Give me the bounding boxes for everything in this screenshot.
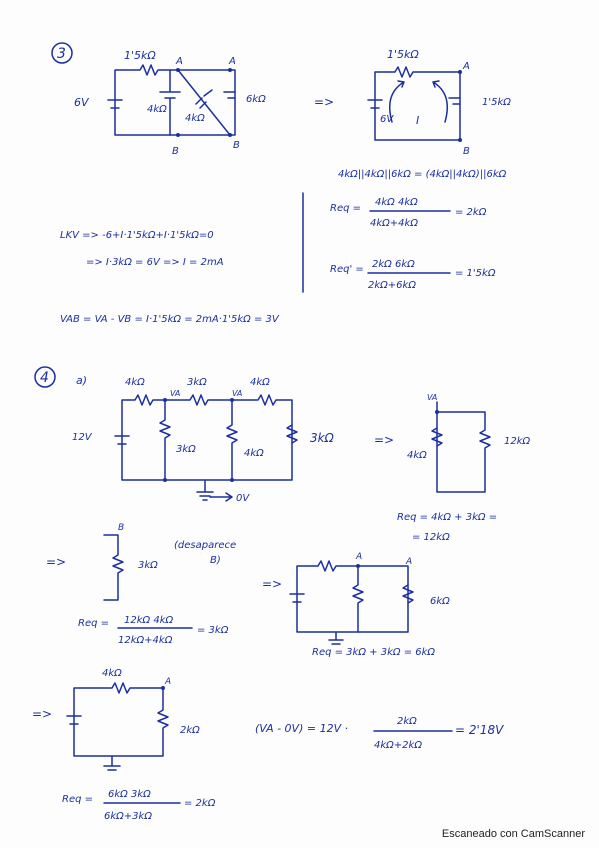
- c1-src: 12V: [72, 432, 93, 443]
- p3-right-node-a: A: [462, 61, 470, 72]
- p3-left-node-b1: B: [172, 146, 179, 157]
- req1-den: 4kΩ+4kΩ: [370, 218, 418, 229]
- vab-eq: VAB = VA - VB = I·1'5kΩ = 2mA·1'5kΩ = 3V: [60, 314, 280, 325]
- lkv-eq-2: => I·3kΩ = 6V => I = 2mA: [86, 257, 224, 268]
- p3-left-r-top: 1'5kΩ: [124, 49, 156, 62]
- c1-r6: 3kΩ: [310, 431, 335, 445]
- circuit-3-left: [107, 64, 236, 137]
- req-b-num: 12kΩ 4kΩ: [124, 615, 173, 626]
- p3-parallel-line: 4kΩ||4kΩ||6kΩ = (4kΩ||4kΩ)||6kΩ: [338, 169, 507, 180]
- p3-left-node-b2: B: [233, 140, 240, 151]
- req-b-rhs: = 3kΩ: [197, 625, 229, 636]
- c5-r-top: 4kΩ: [102, 668, 122, 679]
- c1-r4: 3kΩ: [176, 444, 196, 455]
- req-a: Req = 4kΩ + 3kΩ =: [397, 512, 497, 523]
- arrow-a2: =>: [46, 555, 66, 569]
- arrow-a1: =>: [374, 433, 394, 447]
- vdiv-den: 4kΩ+2kΩ: [374, 740, 422, 751]
- req2-num: 2kΩ 6kΩ: [372, 259, 415, 270]
- p3-left-src: 6V: [74, 96, 90, 109]
- req1-num: 4kΩ 4kΩ: [375, 197, 418, 208]
- c5-r-right: 2kΩ: [180, 725, 200, 736]
- c4-a2: A: [405, 557, 412, 567]
- req-c: Req = 3kΩ + 3kΩ = 6kΩ: [312, 647, 435, 658]
- c1-r5: 4kΩ: [244, 448, 264, 459]
- req2-lhs: Req' =: [330, 264, 364, 275]
- c1-ground: 0V: [236, 493, 250, 504]
- problem-number-circle-4: [34, 366, 56, 388]
- part-a-label: a): [76, 374, 87, 387]
- req-b-lhs: Req =: [78, 618, 109, 629]
- circuit-4-divider: [66, 682, 169, 771]
- arrow-a4: =>: [32, 707, 52, 721]
- c4-a1: A: [355, 552, 362, 562]
- req-d-rhs: = 2kΩ: [184, 798, 216, 809]
- problem-4-number: 4: [40, 370, 49, 386]
- req-b-den: 12kΩ+4kΩ: [118, 635, 173, 646]
- circuit-4-series: [289, 560, 414, 645]
- problem-number-circle: [51, 42, 73, 64]
- c1-va1: VA: [170, 389, 180, 398]
- c4-r: 6kΩ: [430, 596, 450, 607]
- p3-right-src: 6V: [380, 114, 394, 125]
- c5-a: A: [164, 677, 171, 687]
- p3-left-r-mid: 4kΩ: [147, 104, 167, 115]
- p3-right-current: I: [416, 114, 419, 127]
- circuit-4-main: [114, 394, 298, 502]
- vdiv-num: 2kΩ: [397, 716, 417, 727]
- circuit-4-reduced: [431, 401, 491, 493]
- req1-rhs: = 2kΩ: [455, 207, 487, 218]
- p3-right-node-b: B: [463, 146, 470, 157]
- c2-va: VA: [427, 393, 437, 402]
- p3-right-r-right: 1'5kΩ: [482, 97, 511, 108]
- req-a-2: = 12kΩ: [412, 532, 450, 543]
- p3-left-r-diag: 4kΩ: [185, 113, 205, 124]
- req-d-den: 6kΩ+3kΩ: [104, 811, 152, 822]
- circuit-4-single: [103, 534, 124, 601]
- scanner-watermark: Escaneado con CamScanner: [441, 828, 585, 840]
- req-d-lhs: Req =: [62, 794, 93, 805]
- problem-3-number: 3: [57, 46, 66, 62]
- c2-r-right: 12kΩ: [504, 436, 531, 447]
- req1-lhs: Req =: [330, 203, 361, 214]
- circuit-3-right: [367, 66, 462, 142]
- p3-right-r-top: 1'5kΩ: [387, 48, 419, 61]
- p3-left-node-a1: A: [175, 56, 183, 67]
- c1-r3: 4kΩ: [250, 377, 270, 388]
- arrow-a3: =>: [262, 577, 282, 591]
- c1-r2: 3kΩ: [187, 377, 207, 388]
- lkv-eq: LKV => -6+I·1'5kΩ+I·1'5kΩ=0: [60, 230, 214, 241]
- note-b: B): [210, 555, 221, 566]
- req2-rhs: = 1'5kΩ: [455, 268, 496, 279]
- c1-r1: 4kΩ: [125, 377, 145, 388]
- c3-r: 3kΩ: [138, 560, 158, 571]
- p3-left-r-right: 6kΩ: [246, 94, 266, 105]
- vdiv-lhs: (VA - 0V) = 12V ·: [255, 722, 348, 735]
- arrow-p3: =>: [314, 95, 334, 109]
- note-desaparece: (desaparece: [174, 540, 236, 551]
- p3-left-node-a2: A: [228, 56, 236, 67]
- req-d-num: 6kΩ 3kΩ: [108, 789, 151, 800]
- vdiv-rhs: = 2'18V: [455, 723, 504, 737]
- c1-va2: VA: [232, 389, 242, 398]
- req2-den: 2kΩ+6kΩ: [368, 280, 416, 291]
- c3-b: B: [118, 523, 124, 533]
- c2-r-left: 4kΩ: [407, 450, 427, 461]
